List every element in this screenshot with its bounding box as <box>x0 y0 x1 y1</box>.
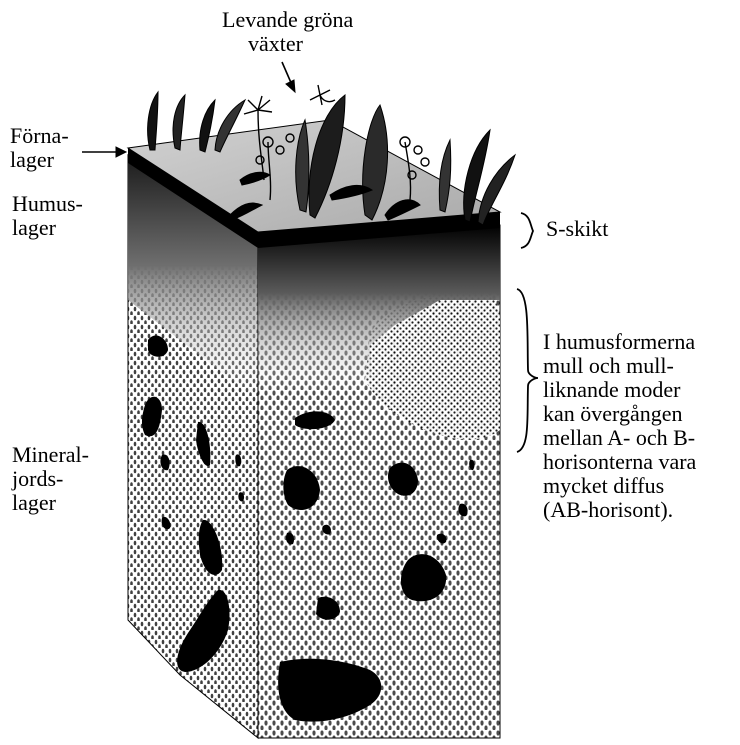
label-litter-layer-line-2: lager <box>10 148 69 172</box>
label-mineral-line-3: lager <box>12 491 89 515</box>
label-humus-layer: Humus- lager <box>12 192 83 240</box>
label-humus-layer-line-2: lager <box>12 216 83 240</box>
label-humus-layer-line-1: Humus- <box>12 192 83 216</box>
note-line-6: horisonterna vara <box>543 450 696 474</box>
label-mineral-line-2: jords- <box>12 467 89 491</box>
note-line-2: mull och mull- <box>543 354 696 378</box>
label-living-plants-line-1: Levande gröna <box>222 8 353 32</box>
note-line-1: I humusformerna <box>543 330 696 354</box>
label-mineral-soil-layer: Mineral- jords- lager <box>12 443 89 515</box>
note-line-3: liknande moder <box>543 378 696 402</box>
note-line-8: (AB-horisont). <box>543 498 696 522</box>
label-living-plants-line-2: växter <box>222 32 353 56</box>
label-living-plants: Levande gröna växter <box>222 8 353 56</box>
note-line-7: mycket diffus <box>543 474 696 498</box>
label-litter-layer-line-1: Förna- <box>10 124 69 148</box>
label-mineral-line-1: Mineral- <box>12 443 89 467</box>
label-s-layer: S-skikt <box>546 217 608 241</box>
note-line-4: kan övergången <box>543 402 696 426</box>
note-line-5: mellan A- och B- <box>543 426 696 450</box>
label-litter-layer: Förna- lager <box>10 124 69 172</box>
ab-horizon-note: I humusformerna mull och mull- liknande … <box>543 330 696 522</box>
